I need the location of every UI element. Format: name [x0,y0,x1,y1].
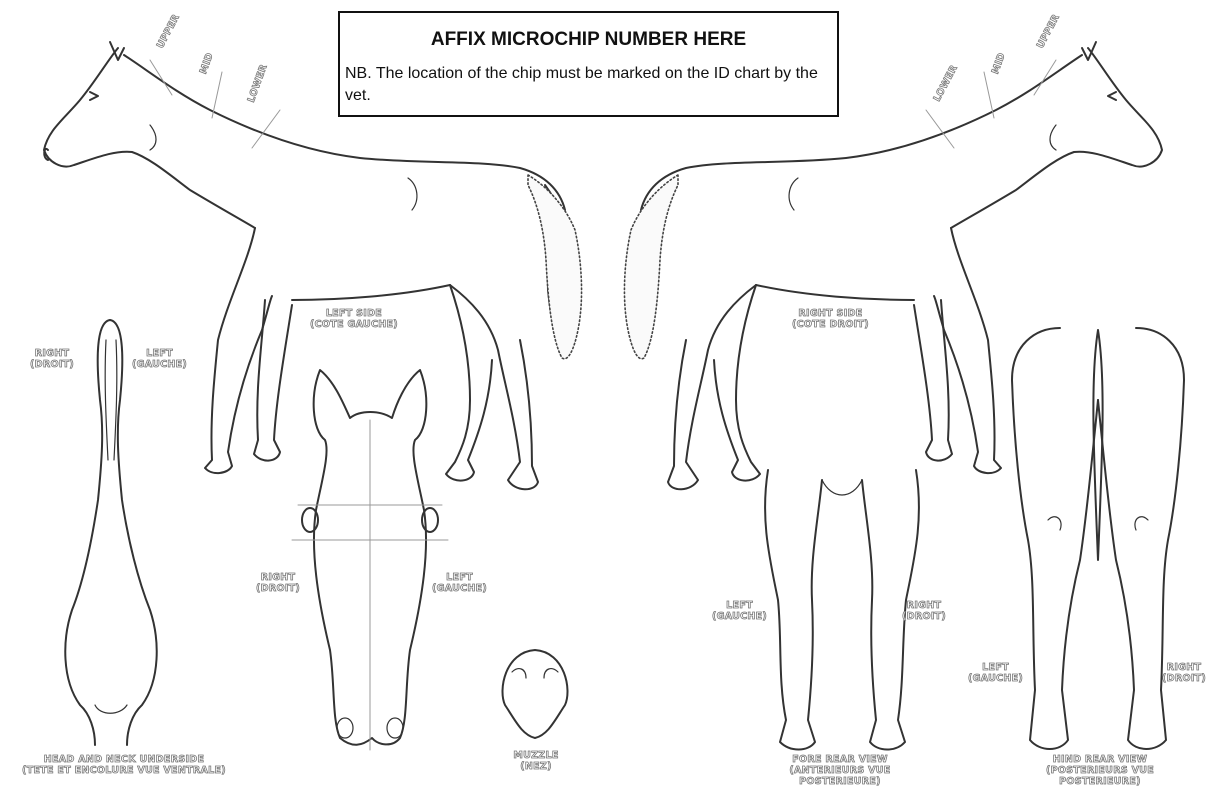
label-head-neck-underside: HEAD AND NECK UNDERSIDE (TETE ET ENCOLUR… [4,754,244,776]
head-neck-underside-drawing [65,320,156,745]
chip-box-note: NB. The location of the chip must be mar… [345,63,825,107]
label-right-side: RIGHT SIDE (COTE DROIT) [792,308,869,330]
label-hind-right: RIGHT (DROIT) [1162,662,1206,684]
label-head-left: LEFT (GAUCHE) [432,572,487,594]
muzzle-drawing [503,650,568,738]
label-muzzle: MUZZLE (NEZ) [505,750,567,772]
label-left-side: LEFT SIDE (COTE GAUCHE) [310,308,398,330]
label-underside-left: LEFT (GAUCHE) [132,348,187,370]
label-fore-rear-view: FORE REAR VIEW (ANTERIEURS VUE POSTERIEU… [760,754,920,787]
label-underside-right: RIGHT (DROIT) [30,348,74,370]
label-hind-rear-view: HIND REAR VIEW (POSTERIEURS VUE POSTERIE… [1020,754,1180,787]
chip-box-title: AFFIX MICROCHIP NUMBER HERE [340,29,837,51]
hind-rear-view-drawing [1012,328,1184,749]
microchip-number-box[interactable]: AFFIX MICROCHIP NUMBER HERE NB. The loca… [338,11,839,117]
head-front-drawing [292,370,448,750]
label-fore-right: RIGHT (DROIT) [902,600,946,622]
label-hind-left: LEFT (GAUCHE) [968,662,1023,684]
fore-rear-view-drawing [765,470,919,750]
label-fore-left: LEFT (GAUCHE) [712,600,767,622]
label-head-right: RIGHT (DROIT) [256,572,300,594]
